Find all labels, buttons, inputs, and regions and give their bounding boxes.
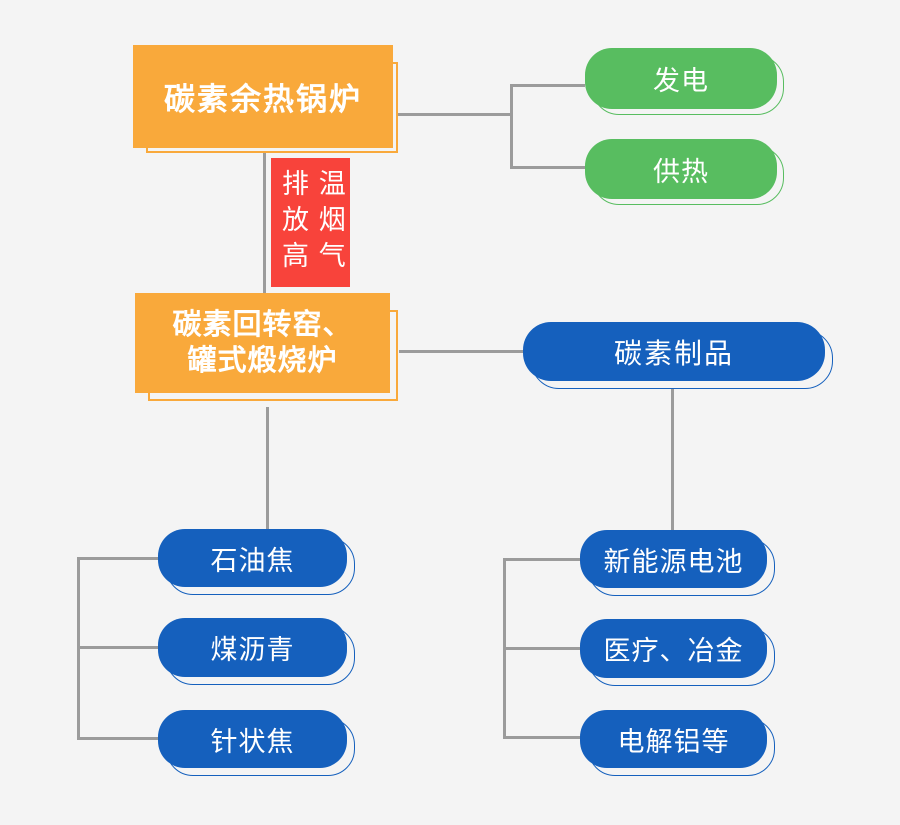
power-generation-label: 发电 (653, 66, 709, 96)
bracket-raw-stub-1 (77, 557, 158, 560)
node-medical-metallurgy: 医疗、冶金 (580, 619, 767, 678)
petroleum-coke-label: 石油焦 (210, 545, 295, 576)
node-petroleum-coke: 石油焦 (158, 529, 347, 587)
node-flue-gas: 排放高 温烟气 (271, 158, 350, 287)
connector-boiler-to-kiln (263, 153, 266, 295)
node-coal-pitch: 煤沥青 (158, 618, 347, 677)
connector-kiln-down (266, 407, 269, 529)
waste-heat-boiler-label: 碳素余热锅炉 (164, 82, 362, 117)
carbon-products-label: 碳素制品 (613, 337, 734, 369)
bracket-app-stub-3 (503, 736, 580, 739)
flue-gas-column-left: 排放高 (278, 168, 308, 277)
rotary-kiln-label-line1: 碳素回转窑、 (172, 309, 353, 341)
new-energy-battery-label: 新能源电池 (603, 546, 744, 577)
node-electrolytic-aluminum: 电解铝等 (580, 710, 767, 768)
connector-products-down (671, 389, 674, 530)
connector-boiler-to-outputs (397, 113, 513, 116)
needle-coke-label: 针状焦 (210, 726, 295, 757)
electrolytic-aluminum-label: 电解铝等 (617, 726, 730, 757)
bracket-app-stub-1 (503, 558, 580, 561)
bracket-app-stub-2 (503, 647, 580, 650)
connector-outputs-split (510, 84, 513, 169)
flue-gas-column-right: 温烟气 (314, 168, 345, 277)
bracket-raw-stub-3 (77, 737, 158, 740)
connector-to-power (510, 84, 585, 87)
connector-to-heating (510, 166, 585, 169)
node-new-energy-battery: 新能源电池 (580, 530, 767, 588)
rotary-kiln-label-line2: 罐式煅烧炉 (187, 345, 338, 377)
bracket-raw-stub-2 (77, 646, 158, 649)
node-carbon-products: 碳素制品 (523, 322, 825, 381)
node-needle-coke: 针状焦 (158, 710, 347, 768)
node-waste-heat-boiler: 碳素余热锅炉 (133, 45, 393, 148)
coal-pitch-label: 煤沥青 (210, 635, 295, 665)
node-heat-supply: 供热 (585, 139, 777, 199)
node-rotary-kiln: 碳素回转窑、 罐式煅烧炉 (135, 293, 390, 393)
medical-metallurgy-label: 医疗、冶金 (603, 636, 744, 666)
connector-kiln-to-products (399, 350, 523, 353)
heat-supply-label: 供热 (653, 156, 709, 187)
node-power-generation: 发电 (585, 48, 777, 109)
